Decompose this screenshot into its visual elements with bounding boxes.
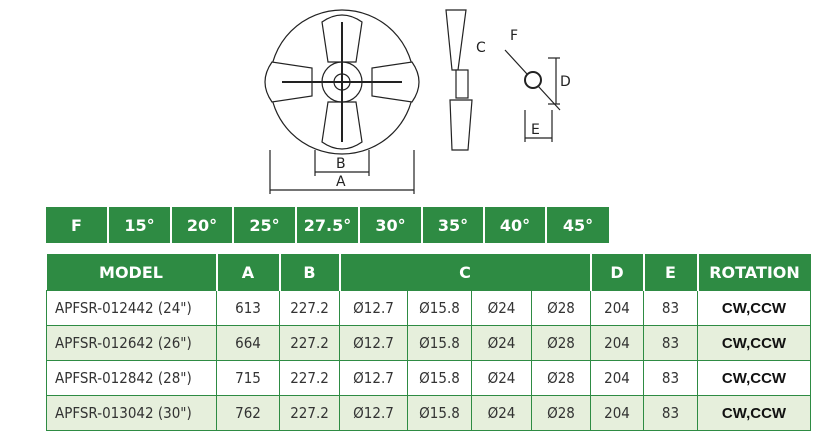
fan-technical-drawing: B A C F D E xyxy=(264,9,571,194)
cell-c: Ø15.8 xyxy=(407,360,472,396)
cell-rotation: CW,CCW xyxy=(697,360,811,396)
angle-option: 35° xyxy=(422,207,485,243)
angle-option: 30° xyxy=(359,207,423,243)
header-e: E xyxy=(643,254,699,291)
header-a: A xyxy=(216,254,281,291)
cell-c: Ø28 xyxy=(531,360,591,396)
cell-c: Ø24 xyxy=(471,360,532,396)
model-spec-table: MODEL A B C D E ROTATION APFSR-012442 (2… xyxy=(46,254,811,431)
dim-label-b: B xyxy=(336,156,346,172)
angle-option: 15° xyxy=(108,207,172,243)
cell-a: 762 xyxy=(216,395,280,431)
cell-c: Ø24 xyxy=(471,290,532,326)
dim-label-e: E xyxy=(531,122,540,138)
cell-c: Ø15.8 xyxy=(407,290,472,326)
header-b: B xyxy=(279,254,341,291)
cell-d: 204 xyxy=(590,395,644,431)
angle-option: 45° xyxy=(546,207,609,243)
fan-front-view xyxy=(264,9,420,155)
dim-label-a: A xyxy=(336,174,346,190)
cell-c: Ø12.7 xyxy=(339,325,408,361)
dim-label-f: F xyxy=(510,28,518,44)
blade-angle-table: F 15° 20° 25° 27.5° 30° 35° 40° 45° xyxy=(46,207,609,243)
cell-c: Ø15.8 xyxy=(407,325,472,361)
angle-option: 25° xyxy=(233,207,297,243)
model: APFSR-012442 (24") xyxy=(46,290,217,326)
cell-d: 204 xyxy=(590,360,644,396)
dim-label-c: C xyxy=(476,40,486,56)
cell-c: Ø12.7 xyxy=(339,395,408,431)
cell-a: 715 xyxy=(216,360,280,396)
model: APFSR-013042 (30") xyxy=(46,395,217,431)
cell-rotation: CW,CCW xyxy=(697,395,811,431)
cell-e: 83 xyxy=(643,290,698,326)
cell-c: Ø24 xyxy=(471,395,532,431)
angle-option: 40° xyxy=(484,207,547,243)
header-rotation: ROTATION xyxy=(697,254,811,291)
cell-c: Ø15.8 xyxy=(407,395,472,431)
cell-b: 227.2 xyxy=(279,290,340,326)
dim-label-d: D xyxy=(560,74,571,90)
angle-label: F xyxy=(46,207,109,243)
angle-option: 20° xyxy=(171,207,234,243)
header-c: C xyxy=(339,254,592,291)
cell-c: Ø28 xyxy=(531,325,591,361)
model: APFSR-012642 (26") xyxy=(46,325,217,361)
cell-c: Ø24 xyxy=(471,325,532,361)
header-d: D xyxy=(590,254,645,291)
cell-rotation: CW,CCW xyxy=(697,290,811,326)
cell-e: 83 xyxy=(643,395,698,431)
cell-b: 227.2 xyxy=(279,360,340,396)
cell-e: 83 xyxy=(643,325,698,361)
cell-a: 613 xyxy=(216,290,280,326)
cell-b: 227.2 xyxy=(279,395,340,431)
cell-d: 204 xyxy=(590,325,644,361)
cell-a: 664 xyxy=(216,325,280,361)
cell-c: Ø12.7 xyxy=(339,290,408,326)
angle-option: 27.5° xyxy=(296,207,360,243)
cell-c: Ø28 xyxy=(531,290,591,326)
blade-angle-view xyxy=(504,49,561,142)
cell-e: 83 xyxy=(643,360,698,396)
cell-b: 227.2 xyxy=(279,325,340,361)
cell-c: Ø28 xyxy=(531,395,591,431)
cell-rotation: CW,CCW xyxy=(697,325,811,361)
table-header-row: MODEL A B C D E ROTATION xyxy=(46,254,811,291)
header-model: MODEL xyxy=(46,254,218,291)
cell-c: Ø12.7 xyxy=(339,360,408,396)
model: APFSR-012842 (28") xyxy=(46,360,217,396)
fan-side-view xyxy=(445,9,473,151)
cell-d: 204 xyxy=(590,290,644,326)
